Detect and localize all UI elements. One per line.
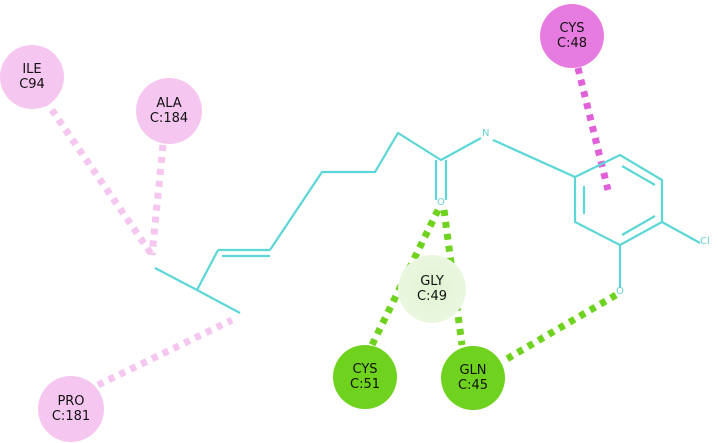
residue-name: ILE <box>22 62 42 77</box>
residue-id: C:48 <box>557 36 587 51</box>
residue-name: PRO <box>57 394 85 409</box>
residue-id: C:184 <box>149 111 189 126</box>
atom-n: N <box>482 128 490 139</box>
interaction-ala <box>148 144 167 256</box>
ligand-bonds <box>154 131 701 314</box>
residue-name: GLY <box>420 274 444 289</box>
residue-id: C:45 <box>458 378 488 393</box>
atom-o-ring: O <box>616 286 624 297</box>
residue-name: CYS <box>352 362 378 377</box>
interaction-ile <box>42 98 155 257</box>
residue-id: C:49 <box>417 289 447 304</box>
interaction-gln45-a <box>440 209 466 346</box>
residue-name: GLN <box>459 363 487 378</box>
residue-id: C94 <box>19 77 45 92</box>
atom-o-carbonyl: O <box>437 197 445 208</box>
interaction-gln45-b <box>503 291 618 364</box>
residue-id: C:181 <box>51 409 91 424</box>
residue-name: ALA <box>156 96 182 111</box>
residue-name: CYS <box>559 21 585 36</box>
residue-id: C:51 <box>350 377 380 392</box>
atom-cl: Cl <box>700 236 710 247</box>
interaction-pro <box>96 316 234 389</box>
interaction-cys48 <box>574 67 612 191</box>
